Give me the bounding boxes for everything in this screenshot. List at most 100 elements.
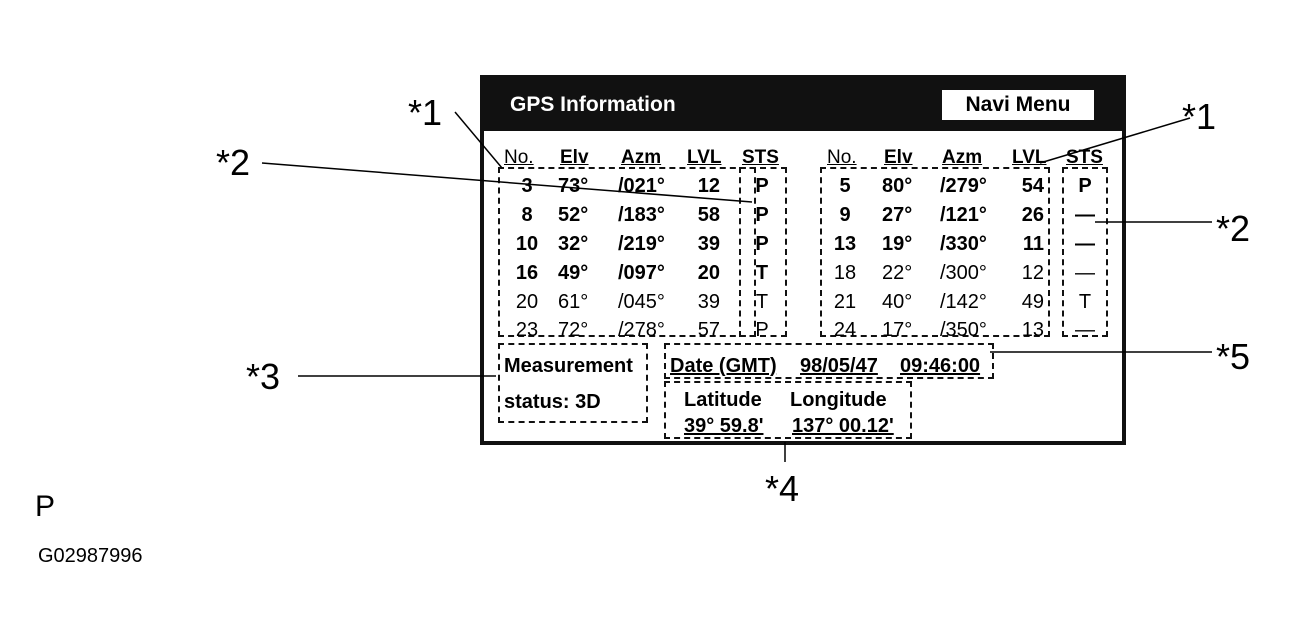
sat-number: 24	[833, 319, 857, 341]
callout-2-left: *2	[216, 142, 251, 183]
measurement-status-box	[498, 343, 648, 423]
sat-status: —	[1075, 204, 1095, 226]
sat-elevation: 32°	[558, 233, 589, 255]
sat-level: 57	[697, 319, 720, 341]
sat-level: 49	[1021, 291, 1044, 313]
sat-level: 11	[1022, 233, 1044, 255]
sat-level: 12	[1021, 262, 1044, 284]
sat-number: 18	[833, 262, 857, 284]
sat-azimuth: /121°	[940, 204, 987, 226]
sat-status: P	[755, 204, 769, 226]
col-header-elv-left: Elv	[560, 147, 589, 168]
sat-level: 20	[697, 262, 720, 284]
sat-number: 10	[515, 233, 539, 255]
measurement-label: Measurement	[504, 355, 633, 377]
satellite-table-box-left	[498, 167, 756, 337]
col-header-lvl-left: LVL	[687, 147, 722, 168]
date-value: 98/05/47	[800, 355, 878, 377]
sat-number: 8	[521, 204, 533, 226]
sat-number: 21	[833, 291, 857, 313]
sat-azimuth: /278°	[618, 319, 665, 341]
sat-azimuth: /021°	[618, 175, 665, 197]
sat-azimuth: /279°	[940, 175, 987, 197]
sat-elevation: 17°	[882, 319, 913, 341]
sat-number: 20	[515, 291, 539, 313]
sat-status: P	[1078, 175, 1092, 197]
leader-line-2-left	[261, 162, 753, 203]
figure-code: G02987996	[38, 545, 143, 567]
sat-azimuth: /300°	[940, 262, 987, 284]
sat-azimuth: /330°	[940, 233, 987, 255]
sat-azimuth: /045°	[618, 291, 665, 313]
date-box	[664, 343, 994, 379]
sat-elevation: 27°	[882, 204, 913, 226]
leader-line-1-right	[1039, 117, 1191, 164]
sat-elevation: 22°	[882, 262, 913, 284]
position-box	[664, 381, 912, 439]
col-header-no-left: No.	[504, 147, 534, 168]
callout-3: *3	[246, 356, 281, 397]
sat-status: —	[1075, 262, 1095, 284]
sat-elevation: 73°	[558, 175, 589, 197]
sat-elevation: 19°	[882, 233, 913, 255]
latitude-value: 39° 59.8'	[684, 415, 764, 437]
col-header-sts-left: STS	[742, 147, 779, 168]
sat-number: 5	[839, 175, 851, 197]
sat-level: 39	[697, 233, 720, 255]
sat-azimuth: /219°	[618, 233, 665, 255]
sat-azimuth: /097°	[618, 262, 665, 284]
date-label: Date (GMT)	[670, 355, 777, 377]
sat-elevation: 49°	[558, 262, 589, 284]
callout-1-left: *1	[408, 92, 443, 133]
sat-status: T	[755, 262, 769, 284]
sat-status: T	[1078, 291, 1092, 313]
screen-title: GPS Information	[510, 93, 676, 116]
status-column-box-left	[739, 167, 787, 337]
sat-number: 13	[833, 233, 857, 255]
sat-elevation: 61°	[558, 291, 589, 313]
sat-status: P	[755, 233, 769, 255]
gps-information-screen: GPS Information Navi Menu No. Elv Azm LV…	[480, 75, 1126, 445]
sat-elevation: 52°	[558, 204, 589, 226]
callout-5: *5	[1216, 336, 1251, 377]
longitude-label: Longitude	[790, 389, 887, 411]
latitude-label: Latitude	[684, 389, 762, 411]
satellite-table-box-right	[820, 167, 1050, 337]
callout-1-right: *1	[1182, 96, 1217, 137]
sat-status: P	[755, 319, 769, 341]
time-value: 09:46:00	[900, 355, 981, 377]
sat-status: —	[1075, 233, 1095, 255]
longitude-value: 137° 00.12'	[792, 415, 894, 437]
sat-level: 54	[1021, 175, 1044, 197]
sat-status: —	[1075, 319, 1095, 341]
col-header-azm-left: Azm	[621, 147, 662, 168]
sat-azimuth: /350°	[940, 319, 987, 341]
sat-status: P	[755, 175, 769, 197]
sat-level: 13	[1021, 319, 1044, 341]
figure-marker: P	[35, 490, 56, 523]
sat-number: 3	[521, 175, 533, 197]
sat-number: 9	[839, 204, 851, 226]
sat-elevation: 80°	[882, 175, 913, 197]
col-header-lvl-right: LVL	[1012, 147, 1047, 168]
measurement-status: status: 3D	[504, 391, 601, 413]
sat-status: T	[755, 291, 769, 313]
callout-4: *4	[765, 468, 800, 509]
title-bar: GPS Information Navi Menu	[484, 79, 1122, 131]
sat-number: 23	[515, 319, 539, 341]
callout-2-right: *2	[1216, 208, 1251, 249]
sat-level: 12	[697, 175, 720, 197]
status-column-box-right	[1062, 167, 1108, 337]
sat-number: 16	[515, 262, 539, 284]
sat-azimuth: /183°	[618, 204, 665, 226]
col-header-no-right: No.	[827, 147, 857, 168]
sat-elevation: 72°	[558, 319, 589, 341]
sat-azimuth: /142°	[940, 291, 987, 313]
navi-menu-button[interactable]: Navi Menu	[942, 90, 1094, 120]
sat-level: 39	[697, 291, 720, 313]
leader-line-1-left	[454, 111, 503, 169]
sat-level: 58	[697, 204, 720, 226]
sat-level: 26	[1021, 204, 1044, 226]
col-header-elv-right: Elv	[884, 147, 913, 168]
